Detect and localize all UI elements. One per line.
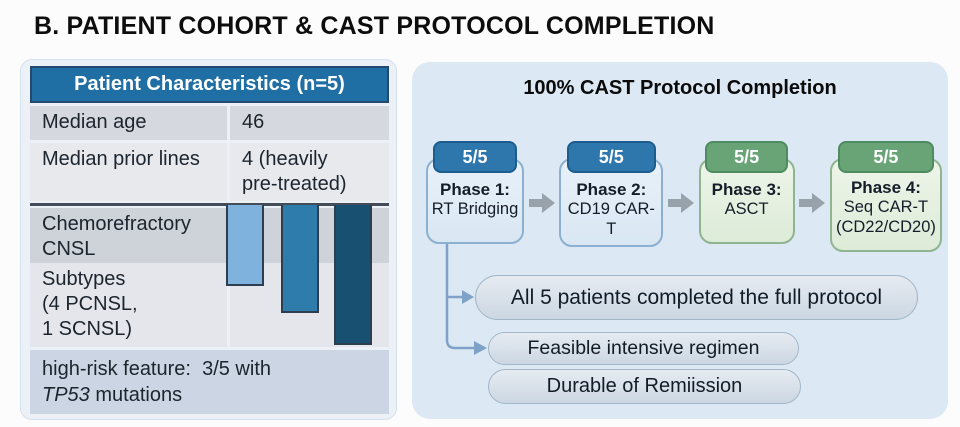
phase-box: Phase 4: Seq CAR-T (CD22/CD20)	[829, 158, 942, 252]
footnote-suffix: mutations	[89, 384, 183, 406]
phase-count-badge: 5/5	[432, 141, 518, 173]
cell-value	[230, 208, 389, 264]
slide-title: B. PATIENT COHORT & CAST PROTOCOL COMPLE…	[34, 12, 715, 40]
phase-detail: RT Bridging	[431, 200, 519, 219]
cell-label: Median age	[30, 106, 227, 140]
protocol-completion-panel: 100% CAST Protocol Completion 5/5 Phase …	[412, 62, 948, 419]
cell-value: 46	[230, 106, 389, 140]
phase-count-badge: 5/5	[705, 141, 788, 173]
phase-unit: 5/5 Phase 3: ASCT	[698, 141, 795, 244]
phase-flow: 5/5 Phase 1: RT Bridging 5/5 Phase 2: CD…	[426, 141, 942, 252]
table-row: Median prior lines 4 (heavily pre-treate…	[30, 143, 389, 201]
cell-value	[230, 263, 389, 347]
phase-detail: Seq CAR-T (CD22/CD20)	[835, 198, 936, 236]
cell-label: Median prior lines	[30, 143, 227, 201]
outcome-pill: All 5 patients completed the full protoc…	[475, 275, 918, 320]
cell-value: 4 (heavily pre-treated)	[230, 143, 389, 201]
footnote-row: high-risk feature: 3/5 with TP53 mutatio…	[30, 350, 389, 414]
connector-lines	[445, 244, 487, 355]
phase-name: Phase 1:	[440, 180, 510, 199]
phase-detail: ASCT	[724, 200, 769, 219]
outcome-pill: Feasible intensive regimen	[488, 332, 799, 365]
footnote-line1: high-risk feature: 3/5 with	[42, 358, 271, 380]
phase-name: Phase 3:	[711, 180, 782, 199]
phase-name: Phase 2:	[576, 180, 647, 199]
table-row: Median age 46	[30, 106, 389, 140]
phase-count-badge: 5/5	[566, 141, 657, 173]
phase-detail: CD19 CAR-T	[567, 200, 655, 238]
cell-label: Chemorefractory CNSL	[30, 208, 227, 264]
table-row: Subtypes (4 PCNSL, 1 SCNSL)	[30, 263, 389, 347]
phase-unit: 5/5 Phase 4: Seq CAR-T (CD22/CD20)	[829, 141, 942, 252]
cell-label: Subtypes (4 PCNSL, 1 SCNSL)	[30, 263, 227, 347]
table-row: Chemorefractory CNSL	[30, 208, 389, 264]
patient-table-header: Patient Characteristics (n=5)	[30, 66, 389, 103]
patient-characteristics-panel: Patient Characteristics (n=5) Median age…	[20, 59, 397, 420]
right-arrow-icon	[528, 193, 555, 213]
patient-table: Patient Characteristics (n=5) Median age…	[30, 66, 389, 414]
outcome-pill: Durable of Remiission	[488, 369, 801, 404]
protocol-title: 100% CAST Protocol Completion	[523, 77, 837, 99]
phase-unit: 5/5 Phase 1: RT Bridging	[426, 141, 524, 244]
phase-name: Phase 4:	[850, 178, 921, 197]
phase-count-badge: 5/5	[837, 141, 935, 173]
right-arrow-icon	[667, 193, 694, 213]
footnote-line2: TP53 mutations	[42, 382, 389, 408]
gene-name-italic: TP53	[42, 384, 90, 406]
right-arrow-icon	[799, 193, 826, 213]
table-divider-rule	[30, 203, 389, 206]
phase-unit: 5/5 Phase 2: CD19 CAR-T	[559, 141, 664, 247]
